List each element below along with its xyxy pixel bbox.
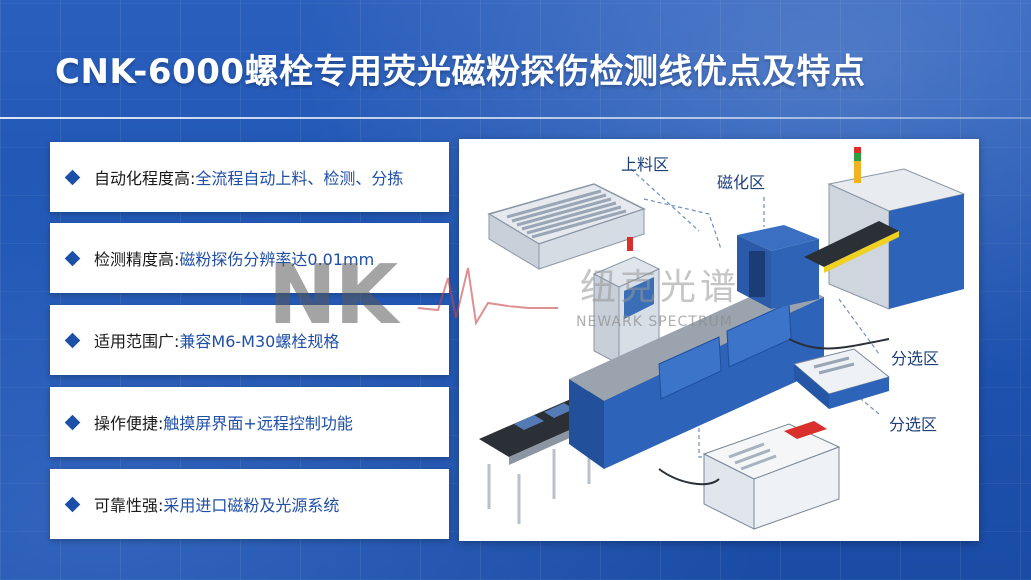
inspection-line-illustration (479, 147, 966, 530)
feature-label: 检测精度高: (94, 250, 180, 269)
feature-item: 检测精度高: 磁粉探伤分辨率达0.01mm (50, 223, 449, 293)
diamond-bullet-icon (64, 332, 81, 348)
feature-label: 可靠性强: (94, 496, 164, 515)
diamond-bullet-icon (64, 414, 81, 430)
loading-tray (487, 183, 646, 270)
diamond-bullet-icon (64, 250, 81, 266)
sorting-bin-1 (792, 348, 891, 409)
feature-value: 触摸屏界面+远程控制功能 (163, 414, 353, 433)
feature-value: 磁粉探伤分辨率达0.01mm (179, 250, 375, 269)
enclosure-cabinet (827, 147, 966, 310)
zone-label-sorting-2: 分选区 (889, 415, 938, 434)
feature-label: 操作便捷: (94, 414, 164, 433)
feature-label: 适用范围广: (94, 332, 180, 351)
magnetizing-unit (737, 225, 819, 309)
feature-value: 全流程自动上料、检测、分拣 (195, 169, 404, 188)
machine-diagram-panel: 上料区 磁化区 分选区 分选区 (459, 139, 979, 541)
diamond-bullet-icon (64, 169, 81, 185)
feature-value: 采用进口磁粉及光源系统 (163, 496, 340, 515)
feature-item: 适用范围广: 兼容M6-M30螺栓规格 (50, 305, 449, 375)
feature-label: 自动化程度高: (94, 169, 196, 188)
sorting-bin-2 (702, 421, 841, 530)
output-conveyor (804, 221, 899, 273)
inspection-body (569, 279, 824, 469)
feature-item: 自动化程度高: 全流程自动上料、检测、分拣 (50, 142, 449, 212)
page-title: CNK-6000螺栓专用荧光磁粉探伤检测线优点及特点 (55, 52, 866, 92)
zone-label-loading: 上料区 (621, 155, 670, 174)
zone-label-sorting-1: 分选区 (891, 349, 940, 368)
title-divider (0, 117, 1031, 119)
diamond-bullet-icon (64, 496, 81, 512)
feature-item: 可靠性强: 采用进口磁粉及光源系统 (50, 469, 449, 539)
cables (658, 338, 890, 486)
zone-label-magnetizing: 磁化区 (717, 173, 766, 192)
control-cabinet (592, 237, 661, 365)
feature-value: 兼容M6-M30螺栓规格 (179, 332, 340, 351)
feature-item: 操作便捷: 触摸屏界面+远程控制功能 (50, 387, 449, 457)
